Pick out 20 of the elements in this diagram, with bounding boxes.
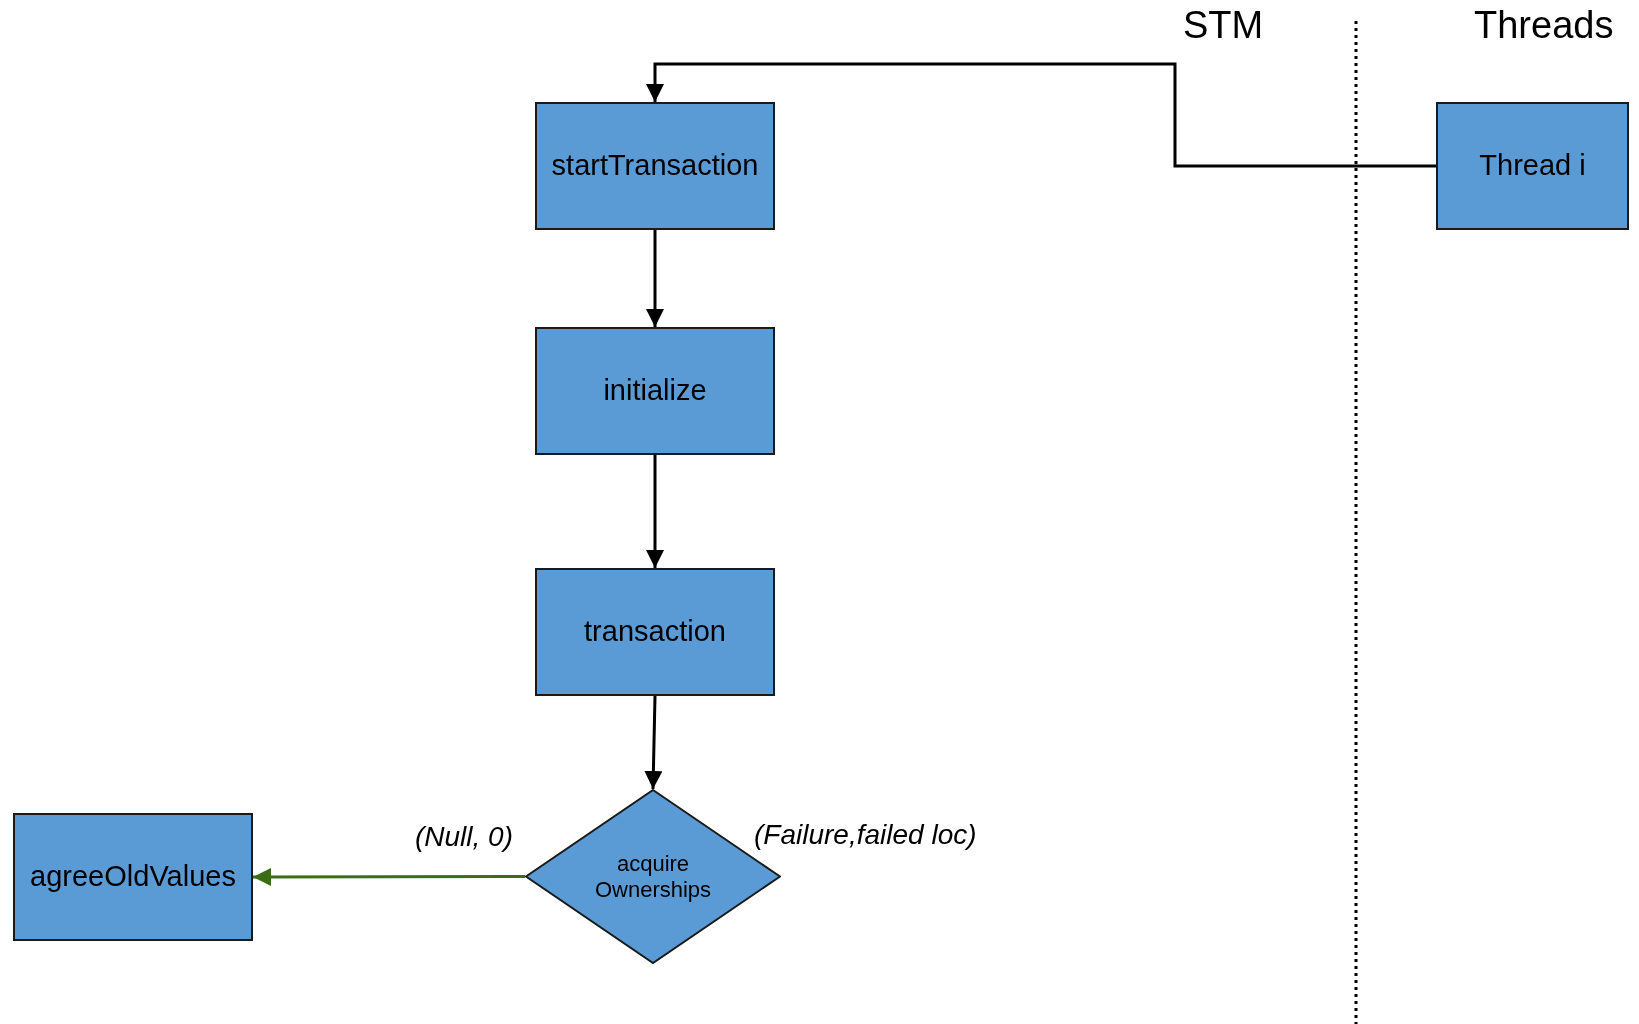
edge-label: (Null, 0)	[415, 820, 513, 853]
process-box	[13, 813, 253, 941]
arrow	[646, 62, 1436, 168]
outcome-label: (Failure,failed loc)	[754, 819, 977, 851]
arrow	[644, 695, 663, 790]
node-label: agreeOldValues	[30, 860, 236, 894]
column-heading: Threads	[1474, 4, 1614, 47]
process-box	[535, 327, 775, 455]
process-box	[535, 102, 775, 230]
node-label: transaction	[584, 615, 726, 649]
column-heading: STM	[1183, 4, 1264, 47]
process-box	[1436, 102, 1629, 230]
arrow	[646, 455, 664, 568]
node-label: acquire Ownerships	[593, 851, 713, 902]
arrow	[253, 867, 525, 886]
node-label: initialize	[603, 374, 707, 408]
arrow	[646, 230, 664, 327]
node-label: Thread i	[1479, 149, 1586, 183]
node-label: startTransaction	[551, 149, 759, 183]
process-box	[535, 568, 775, 696]
